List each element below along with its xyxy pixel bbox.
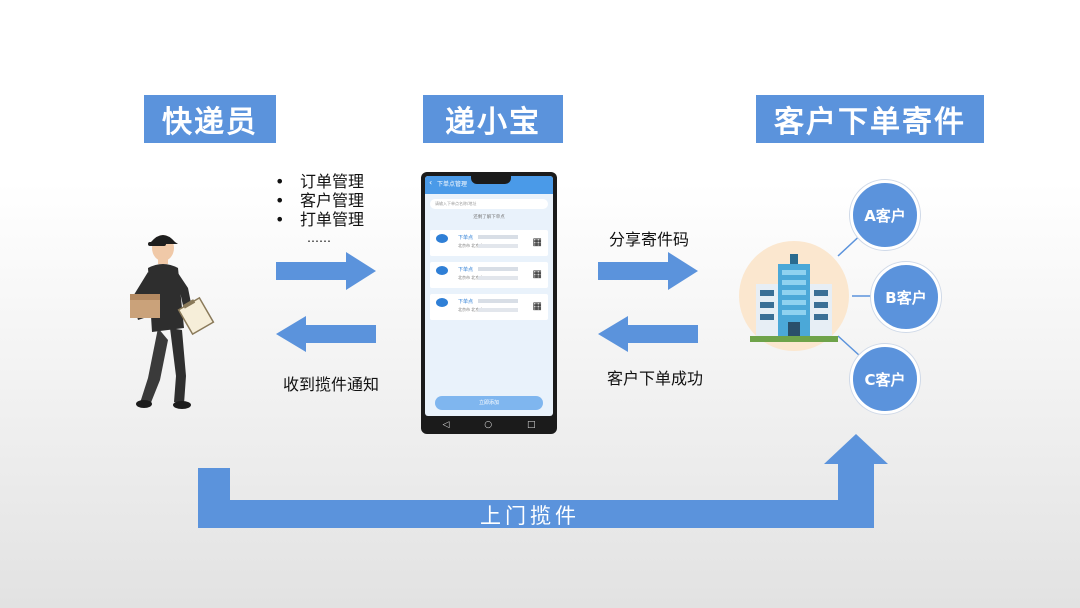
- list-item[interactable]: 下单点 北京市 北京市 ▦: [430, 230, 548, 256]
- list-item[interactable]: 下单点 北京市 北京市 ▦: [430, 262, 548, 288]
- pickup-arrow-icon: [198, 434, 888, 528]
- title-customer-order: 客户下单寄件: [756, 95, 984, 143]
- qr-code-icon[interactable]: ▦: [532, 301, 542, 312]
- brand-logo-icon: [434, 234, 452, 252]
- qr-code-icon[interactable]: ▦: [532, 237, 542, 248]
- share-code-label: 分享寄件码: [609, 230, 690, 249]
- card-title: 下单点: [458, 299, 474, 305]
- feature-item: • 打单管理: [275, 210, 364, 229]
- order-success-label: 客户下单成功: [607, 369, 704, 388]
- brand-logo-icon: [434, 298, 452, 316]
- bullet-icon: •: [275, 172, 285, 191]
- phone-screen: ‹ 下单点管理 请输入下单点名称/地址 还剩了解下单点 下单点 北京市 北京市 …: [425, 176, 553, 416]
- phone-mockup: ‹ 下单点管理 请输入下单点名称/地址 还剩了解下单点 下单点 北京市 北京市 …: [421, 172, 557, 434]
- bullet-icon: •: [275, 210, 285, 229]
- card-sub: 北京市 北京市: [458, 307, 484, 312]
- card-title: 下单点: [458, 267, 474, 273]
- bullet-icon: •: [275, 191, 285, 210]
- nav-back-icon[interactable]: ◁: [442, 420, 450, 430]
- phone-notch: [471, 176, 511, 184]
- arrow-right-icon: [598, 252, 698, 290]
- phone-navbar: ◁ ○ □: [425, 418, 553, 432]
- customer-c-node: C客户: [850, 344, 920, 414]
- card-title: 下单点: [458, 235, 474, 241]
- card-sub: 北京市 北京市: [458, 243, 484, 248]
- phone-title: 下单点管理: [437, 181, 468, 188]
- title-courier: 快递员: [144, 95, 276, 143]
- feature-item: • 订单管理: [275, 172, 364, 191]
- phone-header: ‹ 下单点管理: [425, 176, 553, 194]
- feature-label: 订单管理: [300, 172, 365, 191]
- phone-subtitle: 还剩了解下单点: [473, 215, 505, 220]
- feature-more: ……: [307, 231, 331, 245]
- feature-list: • 订单管理 • 客户管理 • 打单管理 ……: [275, 172, 364, 248]
- phone-search-input[interactable]: 请输入下单点名称/地址: [430, 199, 548, 209]
- back-icon[interactable]: ‹: [429, 178, 433, 187]
- pickup-label: 上门揽件: [480, 504, 580, 528]
- list-item[interactable]: 下单点 北京市 北京市 ▦: [430, 294, 548, 320]
- nav-recent-icon[interactable]: □: [527, 420, 536, 430]
- feature-item: • 客户管理: [275, 191, 364, 210]
- arrow-left-icon: [598, 316, 698, 352]
- customer-a-node: A客户: [850, 180, 920, 250]
- receive-notice-label: 收到揽件通知: [283, 375, 380, 394]
- building-icon: [739, 241, 849, 351]
- card-sub: 北京市 北京市: [458, 275, 484, 280]
- qr-code-icon[interactable]: ▦: [532, 269, 542, 280]
- customer-b-node: B客户: [871, 262, 941, 332]
- add-button[interactable]: 立即添加: [435, 396, 543, 410]
- title-app: 递小宝: [423, 95, 563, 143]
- feature-label: 客户管理: [300, 191, 365, 210]
- courier-figure: [130, 235, 215, 409]
- brand-logo-icon: [434, 266, 452, 284]
- feature-label: 打单管理: [300, 210, 365, 229]
- arrow-right-icon: [276, 252, 376, 290]
- nav-home-icon[interactable]: ○: [484, 420, 493, 430]
- arrow-left-icon: [276, 316, 376, 352]
